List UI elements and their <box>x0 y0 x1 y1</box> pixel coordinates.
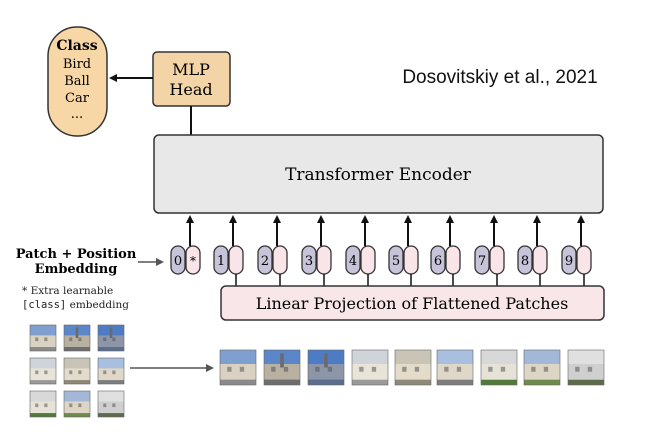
position-embedding-0 <box>170 245 186 275</box>
embedding-word: embedding <box>66 299 129 311</box>
position-embedding-8 <box>517 245 533 275</box>
class-item-bird: Bird <box>63 57 91 72</box>
token-6: 6 <box>430 245 461 275</box>
source-patch-1 <box>29 324 57 352</box>
class-token-star: * <box>190 254 196 268</box>
patch-embedding-7 <box>489 245 505 275</box>
position-embedding-1 <box>213 245 229 275</box>
sequence-patch-3 <box>307 349 345 386</box>
patch-embedding-6 <box>445 245 461 275</box>
sequence-patch-9 <box>567 349 605 386</box>
source-patch-2 <box>63 324 91 352</box>
source-patch-3 <box>97 324 125 352</box>
linear-projection-label: Linear Projection of Flattened Patches <box>256 294 569 313</box>
position-embedding-7 <box>474 245 490 275</box>
token-0: 0* <box>170 245 201 275</box>
position-label-2: 2 <box>261 254 269 269</box>
mlp-head-line2: Head <box>169 80 212 99</box>
position-label-3: 3 <box>305 254 313 269</box>
class-token-code: [class] <box>22 299 66 311</box>
sequence-patch-2 <box>263 349 301 386</box>
position-embedding-5 <box>388 245 404 275</box>
position-label-6: 6 <box>434 254 442 269</box>
token-5: 5 <box>388 245 419 275</box>
transformer-encoder-box: Transformer Encoder <box>153 134 604 214</box>
class-item-car: Car <box>65 91 90 106</box>
class-item-more: ... <box>71 107 83 122</box>
position-label-5: 5 <box>392 254 400 269</box>
patch-embedding-4 <box>360 245 376 275</box>
position-embedding-3 <box>301 245 317 275</box>
token-8: 8 <box>517 245 548 275</box>
token-4: 4 <box>345 245 376 275</box>
source-patch-9 <box>97 390 125 418</box>
position-label-9: 9 <box>565 254 573 269</box>
sequence-patch-8 <box>523 349 561 386</box>
source-patch-8 <box>63 390 91 418</box>
token-9: 9 <box>561 245 592 275</box>
token-1: 1 <box>213 245 244 275</box>
patch-embedding-2 <box>272 245 288 275</box>
position-embedding-4 <box>345 245 361 275</box>
position-embedding-6 <box>430 245 446 275</box>
sequence-patch-7 <box>480 349 518 386</box>
patch-embedding-1 <box>228 245 244 275</box>
patch-position-label-line2: Embedding <box>35 262 118 277</box>
position-label-7: 7 <box>478 254 486 269</box>
position-label-8: 8 <box>521 254 529 269</box>
class-output-box: Class Bird Ball Car ... <box>47 26 108 137</box>
source-image-patch-grid <box>29 324 125 418</box>
extra-learnable-note-line1: * Extra learnable <box>22 285 113 297</box>
position-label-4: 4 <box>349 254 357 269</box>
position-label-0: 0 <box>174 254 182 269</box>
extra-learnable-note-line2: [class] embedding <box>22 299 129 311</box>
position-label-1: 1 <box>217 254 225 269</box>
patch-embedding-9 <box>576 245 592 275</box>
patch-embedding-5 <box>403 245 419 275</box>
sequence-patch-5 <box>394 349 432 386</box>
source-patch-4 <box>29 357 57 385</box>
linear-projection-box: Linear Projection of Flattened Patches <box>220 285 605 321</box>
sequence-patch-4 <box>351 349 389 386</box>
sequence-patch-6 <box>436 349 474 386</box>
patch-embedding-3 <box>316 245 332 275</box>
sequence-patch-1 <box>219 349 257 386</box>
transformer-encoder-label: Transformer Encoder <box>285 165 472 185</box>
source-patch-5 <box>63 357 91 385</box>
class-item-ball: Ball <box>64 74 90 89</box>
source-patch-6 <box>97 357 125 385</box>
patch-position-label-line1: Patch + Position <box>16 247 137 262</box>
flattened-patch-sequence <box>219 349 605 386</box>
patch-embedding-0 <box>185 245 201 275</box>
mlp-head-box: MLP Head <box>152 51 231 107</box>
citation-text: Dosovitskiy et al., 2021 <box>402 67 597 88</box>
patch-embedding-8 <box>532 245 548 275</box>
token-7: 7 <box>474 245 505 275</box>
token-2: 2 <box>257 245 288 275</box>
position-embedding-2 <box>257 245 273 275</box>
mlp-head-line1: MLP <box>172 60 210 79</box>
source-patch-7 <box>29 390 57 418</box>
class-title: Class <box>56 38 97 54</box>
position-embedding-9 <box>561 245 577 275</box>
token-3: 3 <box>301 245 332 275</box>
